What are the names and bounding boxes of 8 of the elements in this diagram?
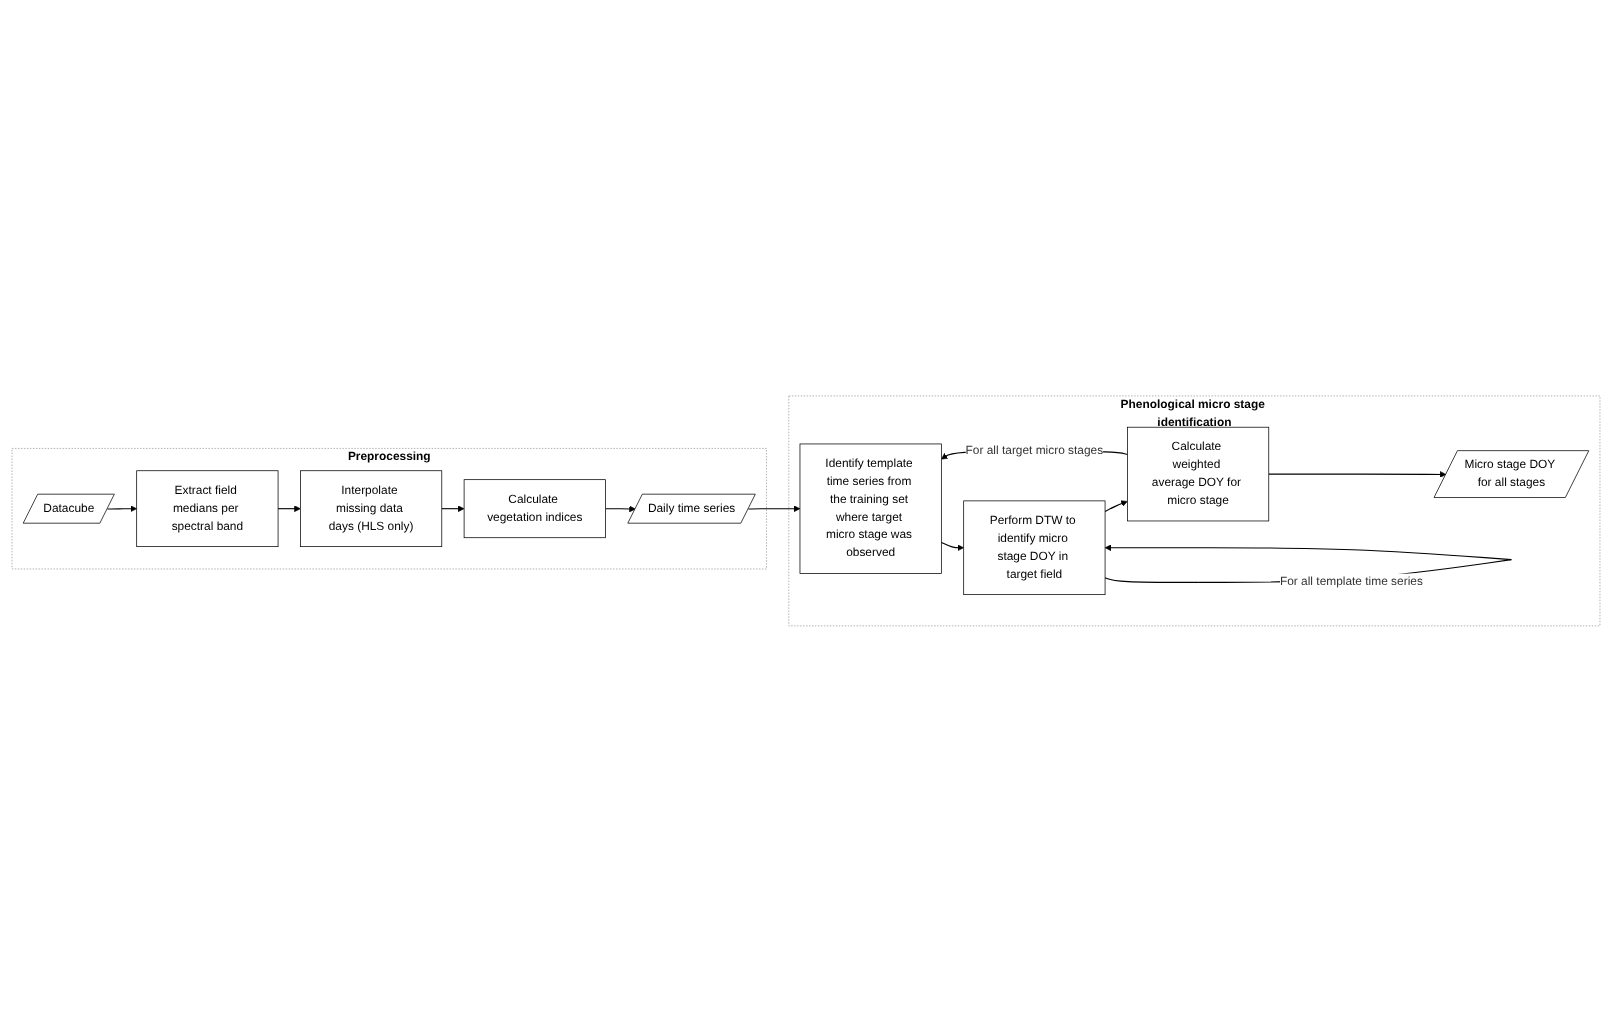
arrow [604, 504, 636, 512]
arrow [747, 504, 801, 512]
arrow [277, 504, 301, 512]
arrow [940, 540, 964, 551]
arrow [1268, 470, 1447, 477]
arrow [441, 504, 465, 512]
arrow [1104, 499, 1128, 512]
arrow [106, 504, 137, 512]
